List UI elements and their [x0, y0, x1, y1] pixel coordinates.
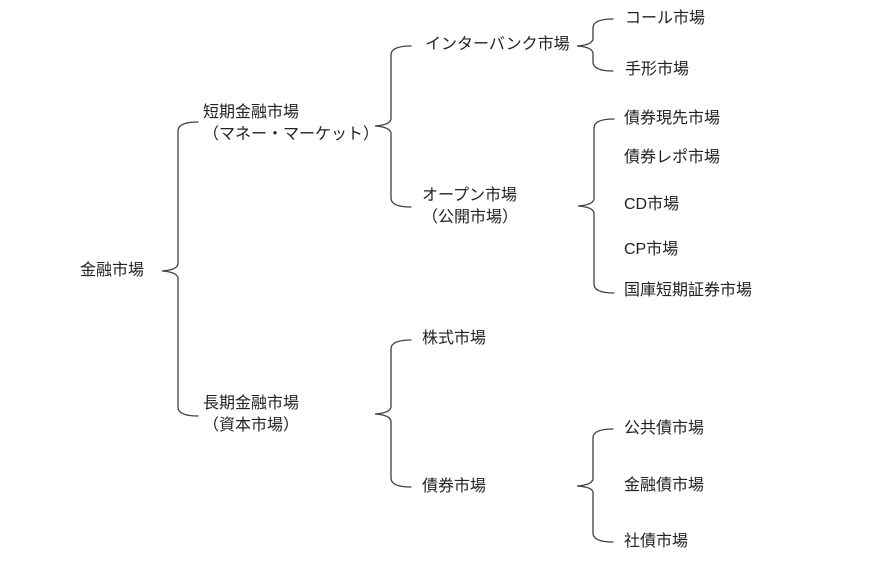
node-financial-debenture-market: 金融債市場	[624, 477, 705, 494]
node-open-market-label: オープン市場	[422, 187, 518, 204]
node-long-term-capital-market-sublabel: （資本市場）	[203, 417, 300, 434]
node-corporate-bond-market: 社債市場	[624, 533, 689, 550]
node-short-term-money-market-label: 短期金融市場	[203, 104, 300, 121]
node-interbank-market: インターバンク市場	[425, 36, 570, 53]
node-public-bond-market: 公共債市場	[624, 420, 705, 437]
node-bond-repo-market: 債券レポ市場	[624, 149, 721, 166]
brace-short-term-connector	[374, 45, 412, 208]
node-bond-market: 債券市場	[422, 478, 487, 495]
node-call-market: コール市場	[625, 10, 706, 27]
node-stock-market: 株式市場	[422, 330, 487, 347]
node-long-term-capital-market-label: 長期金融市場	[203, 395, 300, 412]
brace-long-term-connector	[374, 339, 412, 488]
node-treasury-bill-market: 国庫短期証券市場	[624, 282, 753, 299]
node-open-market: オープン市場 （公開市場）	[422, 185, 518, 229]
node-financial-market: 金融市場	[80, 262, 145, 279]
brace-bond-market-connector	[576, 428, 614, 543]
brace-interbank-connector	[576, 18, 614, 72]
node-bond-gensaki-market: 債券現先市場	[624, 110, 721, 127]
node-short-term-money-market: 短期金融市場 （マネー・マーケット）	[203, 102, 379, 146]
node-short-term-money-market-sublabel: （マネー・マーケット）	[203, 126, 380, 143]
brace-root-connector	[161, 121, 199, 417]
node-open-market-sublabel: （公開市場）	[422, 209, 519, 226]
node-long-term-capital-market: 長期金融市場 （資本市場）	[203, 393, 299, 437]
node-cd-market: CD市場	[624, 196, 680, 213]
brace-open-market-connector	[577, 118, 615, 294]
node-bill-market: 手形市場	[625, 61, 690, 78]
node-cp-market: CP市場	[624, 241, 679, 258]
